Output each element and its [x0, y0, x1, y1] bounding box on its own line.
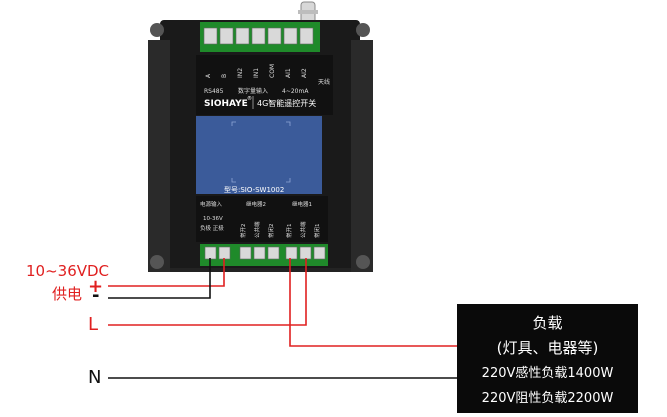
wire-live	[108, 258, 307, 326]
top-terminal-label: A	[205, 73, 212, 78]
load-resistive: 220V阻性负载2200W	[481, 391, 614, 406]
group-label-analog: 4~20mA	[282, 88, 309, 95]
relay-terminal-label: 常开1	[285, 224, 293, 239]
load-subtitle: (灯具、电器等)	[496, 339, 599, 357]
group-label-rs485: RS485	[204, 88, 224, 95]
wires	[108, 258, 457, 379]
relay-terminal-label: 常开2	[239, 224, 247, 239]
top-terminal-label: IN2	[237, 68, 244, 78]
bottom-group-label: 继电器2	[246, 200, 266, 208]
bottom-group-label: 继电器1	[292, 200, 312, 208]
wire-relay-to-load	[289, 258, 457, 347]
brand-logo: SIOHAYE	[204, 99, 248, 109]
relay-terminal-label: 常闭2	[267, 224, 275, 239]
voltage-label: 10~36VDC	[26, 262, 110, 280]
wire-positive	[108, 258, 225, 287]
bottom-terminal-block	[200, 244, 328, 266]
load-box: 负载 (灯具、电器等) 220V感性负载1400W 220V阻性负载2200W	[457, 304, 638, 413]
product-name: 4G智能遥控开关	[257, 98, 316, 108]
live-label: L	[88, 314, 99, 335]
group-label-digital: 数字量输入	[238, 87, 268, 95]
load-title: 负载	[532, 314, 563, 332]
front-panel-screen	[196, 116, 322, 194]
top-terminal-block	[200, 22, 320, 52]
relay-terminal-label: 公共端	[299, 221, 307, 238]
plus-label: +	[88, 276, 104, 297]
minus-label: -	[92, 285, 100, 306]
load-inductive: 220V感性负载1400W	[481, 366, 614, 381]
top-terminal-label: AI2	[301, 68, 308, 78]
wire-negative	[108, 258, 211, 299]
antenna-label: 天线	[318, 78, 330, 86]
top-terminal-label: IN1	[253, 68, 260, 78]
neutral-label: N	[88, 367, 102, 388]
top-terminal-label: COM	[269, 64, 276, 78]
bottom-group-label: 电源输入	[200, 200, 223, 208]
top-terminal-label: AI1	[285, 68, 292, 78]
relay-terminal-label: 常闭1	[313, 224, 321, 239]
power-spec: 10-36V	[203, 216, 223, 222]
top-terminal-label: B	[221, 74, 228, 78]
model-label: 型号:SIO-SW1002	[224, 185, 284, 194]
supply-label: 供电	[52, 285, 83, 303]
brand-mark: ®	[247, 95, 252, 102]
power-terms: 负极 正极	[200, 224, 224, 232]
relay-terminal-label: 公共端	[253, 221, 261, 238]
